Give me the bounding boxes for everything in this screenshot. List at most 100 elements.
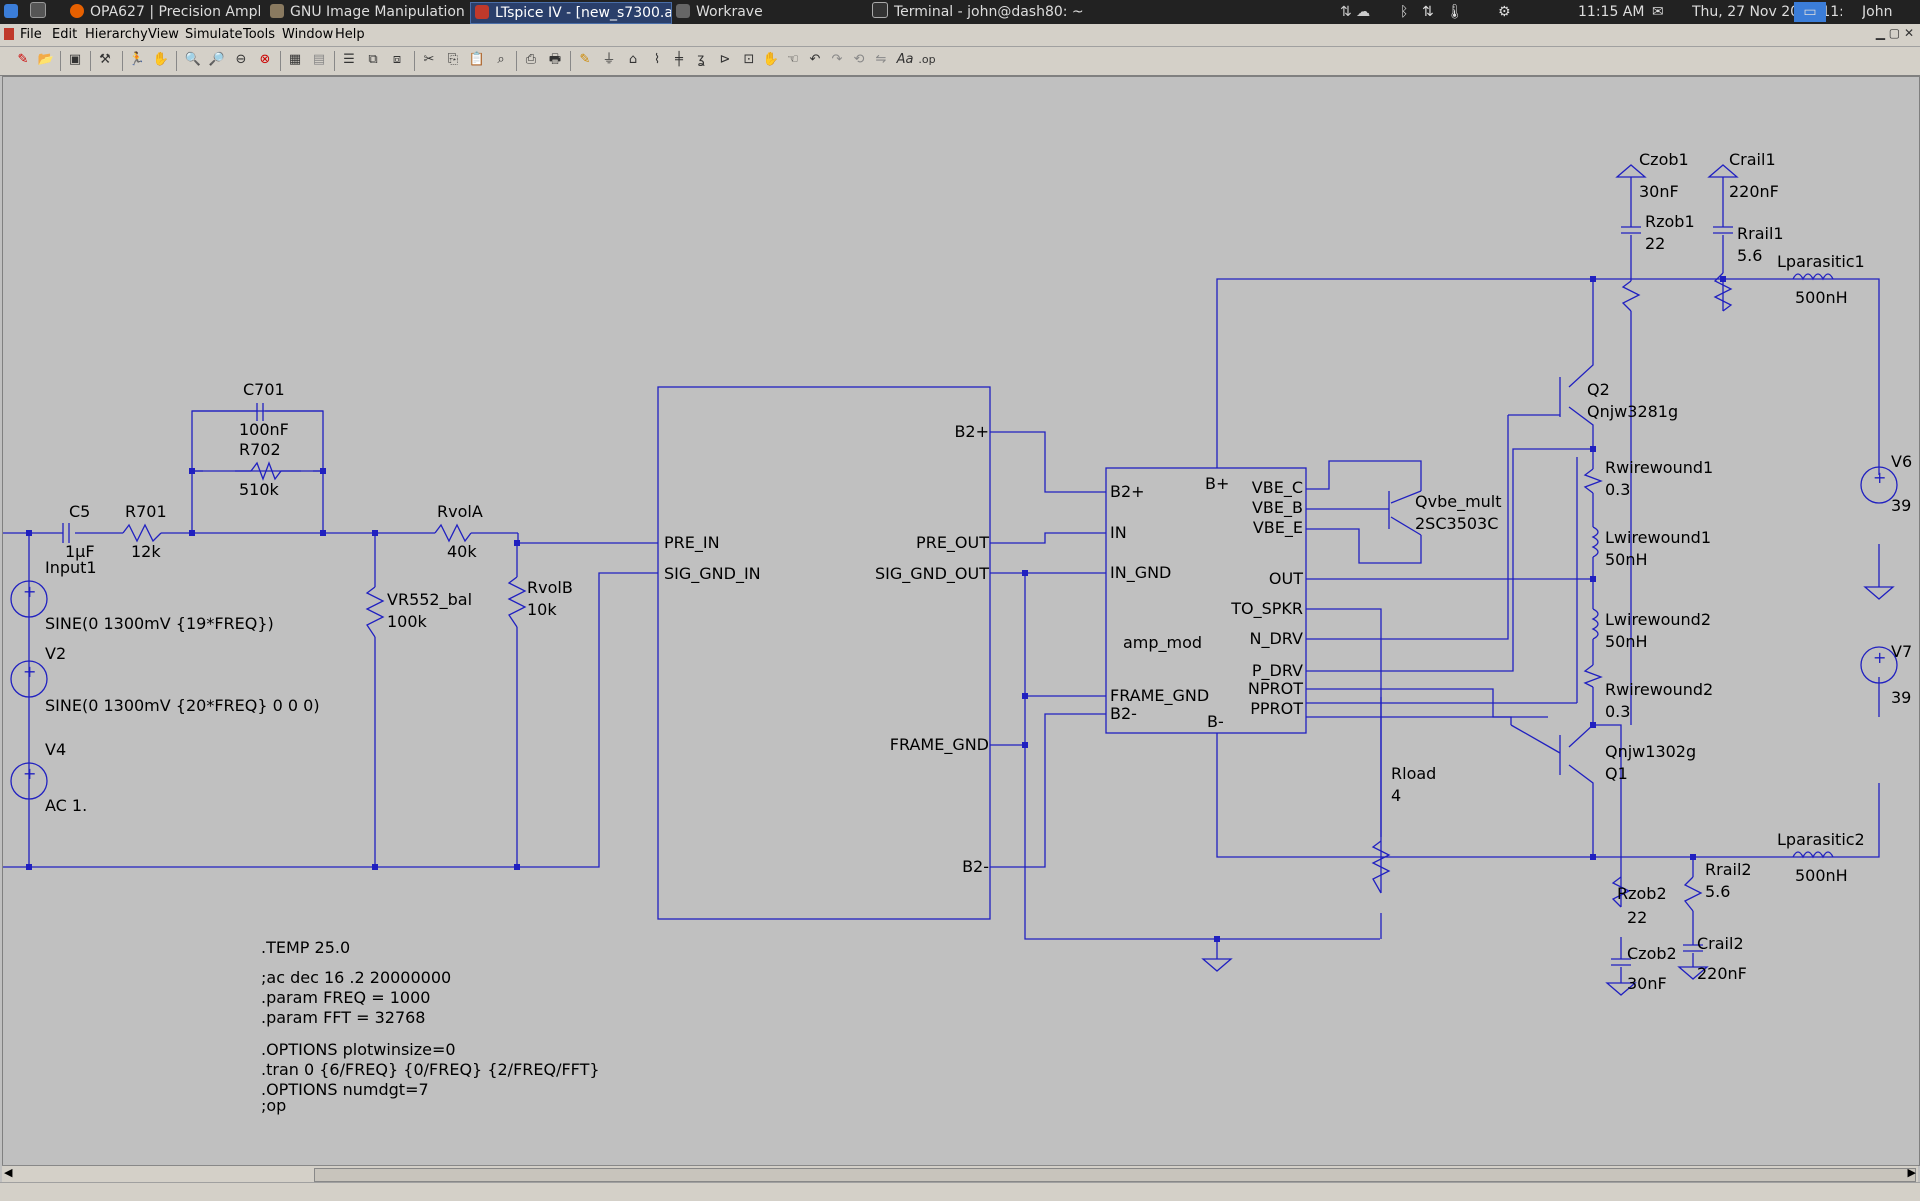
workspace-icon[interactable]: ▭ bbox=[1794, 2, 1826, 22]
directive-line[interactable]: ;op bbox=[261, 1096, 286, 1115]
directive-line[interactable]: ;ac dec 16 .2 20000000 bbox=[261, 968, 451, 987]
scrollbar-thumb[interactable] bbox=[314, 1168, 1916, 1182]
save-icon[interactable]: ▣ bbox=[68, 52, 82, 67]
taskbar-tab-ltspice[interactable]: LTspice IV - [new_s7300.asc] bbox=[470, 2, 672, 24]
component-icon[interactable]: ⊡ bbox=[743, 52, 755, 67]
redo-icon[interactable]: ↷ bbox=[831, 52, 843, 67]
v7-label: V7 bbox=[1891, 642, 1912, 661]
rzob2-label: Rzob2 bbox=[1617, 884, 1667, 903]
directive-line[interactable]: .OPTIONS numdgt=7 bbox=[261, 1080, 429, 1099]
menu-view[interactable]: View bbox=[148, 27, 179, 42]
rwirewound1-label: Rwirewound1 bbox=[1605, 458, 1713, 477]
horizontal-scrollbar[interactable]: ◀ ▶ bbox=[2, 1165, 1918, 1182]
menu-window[interactable]: Window bbox=[282, 27, 334, 42]
rotate-icon[interactable]: ⟲ bbox=[853, 52, 865, 67]
print-setup-icon[interactable]: ⎙ bbox=[525, 52, 537, 67]
control-panel-icon[interactable]: ⚒ bbox=[99, 52, 111, 67]
cut-icon[interactable]: ✂ bbox=[423, 52, 435, 67]
v2-value: SINE(0 1300mV {20*FREQ} 0 0 0) bbox=[45, 696, 320, 715]
input1-value: SINE(0 1300mV {19*FREQ}) bbox=[45, 614, 274, 633]
settings-icon[interactable]: ⚙ bbox=[1498, 4, 1511, 20]
resistor-icon[interactable]: ⌇ bbox=[653, 52, 661, 67]
taskbar-tab-gimp[interactable]: GNU Image Manipulation ... bbox=[270, 2, 470, 22]
draw-wire-icon[interactable]: ✎ bbox=[579, 52, 591, 67]
rvola-label: RvolA bbox=[437, 502, 483, 521]
crail2-value: 220nF bbox=[1697, 964, 1747, 983]
directive-line[interactable]: .param FREQ = 1000 bbox=[261, 988, 430, 1007]
v2-label: V2 bbox=[45, 644, 66, 663]
amp-port-vbe-b: VBE_B bbox=[1252, 498, 1303, 518]
clock[interactable]: 11:15 AM bbox=[1578, 4, 1645, 20]
print-icon[interactable]: 🖶 bbox=[548, 52, 562, 67]
directive-line[interactable]: .OPTIONS plotwinsize=0 bbox=[261, 1040, 456, 1059]
amp-port-vbe-c: VBE_C bbox=[1252, 478, 1303, 498]
network-icon[interactable]: ⇅ bbox=[1422, 4, 1434, 20]
capacitor-icon[interactable]: ╪ bbox=[675, 52, 683, 67]
halt-icon[interactable]: ✋ bbox=[152, 52, 170, 67]
amp-port-nprot: NPROT bbox=[1248, 679, 1303, 698]
run-icon[interactable]: 🏃 bbox=[128, 52, 146, 67]
menu-simulate[interactable]: Simulate bbox=[185, 27, 243, 42]
svg-text:+: + bbox=[1873, 468, 1886, 487]
zoom-pan-icon[interactable]: 🔎 bbox=[208, 52, 226, 67]
menu-hierarchy[interactable]: Hierarchy bbox=[85, 27, 148, 42]
cascade-icon[interactable]: ⧈ bbox=[392, 52, 402, 67]
app-icon[interactable] bbox=[4, 28, 14, 40]
thermometer-icon[interactable]: 🌡 bbox=[1446, 4, 1460, 20]
tile-vertical-icon[interactable]: ⧉ bbox=[368, 52, 378, 67]
taskbar-tab-workrave[interactable]: Workrave bbox=[676, 2, 786, 22]
menubar: File Edit Hierarchy View Simulate Tools … bbox=[0, 24, 1920, 47]
network-icon[interactable]: ⇅ ☁ bbox=[1340, 4, 1371, 20]
rwirewound2-label: Rwirewound2 bbox=[1605, 680, 1713, 699]
mail-icon[interactable]: ✉ bbox=[1652, 4, 1664, 20]
schematic-drawing[interactable]: ++ ++ + C5 1µF R701 12k C701 100nF R702 … bbox=[3, 77, 1919, 1165]
tile-horizontal-icon[interactable]: ☰ bbox=[343, 52, 355, 67]
undo-icon[interactable]: ↶ bbox=[809, 52, 821, 67]
amp-port-pprot: PPROT bbox=[1250, 699, 1303, 718]
text-icon[interactable]: Aa bbox=[896, 52, 914, 67]
drag-icon[interactable]: ☜ bbox=[787, 52, 799, 67]
ground-icon[interactable]: ⏚ bbox=[602, 52, 616, 67]
open-icon[interactable]: 📂 bbox=[37, 52, 55, 67]
menu-edit[interactable]: Edit bbox=[52, 27, 78, 42]
menu-help[interactable]: Help bbox=[335, 27, 365, 42]
terminal-icon[interactable] bbox=[30, 2, 48, 22]
czob2-label: Czob2 bbox=[1627, 944, 1677, 963]
copy-icon[interactable]: ⎘ bbox=[447, 52, 459, 67]
schematic-canvas[interactable]: ++ ++ + C5 1µF R701 12k C701 100nF R702 … bbox=[2, 76, 1920, 1166]
diode-icon[interactable]: ⊳ bbox=[719, 52, 731, 67]
spice-directives[interactable]: .TEMP 25.0 ;ac dec 16 .2 20000000 .param… bbox=[261, 938, 600, 1115]
directive-line[interactable]: .TEMP 25.0 bbox=[261, 938, 350, 957]
label-net-icon[interactable]: ⌂ bbox=[628, 52, 638, 67]
zoom-fit-icon[interactable]: ⊗ bbox=[259, 52, 271, 67]
ltspice-icon bbox=[475, 5, 489, 19]
menu-tools[interactable]: Tools bbox=[243, 27, 276, 42]
directive-line[interactable]: .tran 0 {6/FREQ} {0/FREQ} {2/FREQ/FFT} bbox=[261, 1060, 600, 1079]
grid-icon[interactable]: ▤ bbox=[312, 52, 326, 67]
user-menu[interactable]: John bbox=[1862, 4, 1893, 20]
amp-port-bm: B- bbox=[1207, 712, 1224, 731]
scroll-right-icon[interactable]: ▶ bbox=[1907, 1166, 1916, 1179]
autorange-icon[interactable]: ▦ bbox=[288, 52, 302, 67]
move-icon[interactable]: ✋ bbox=[762, 52, 780, 67]
qvbe-label: Qvbe_mult bbox=[1415, 492, 1502, 512]
spice-directive-icon[interactable]: .op bbox=[918, 53, 936, 66]
bluetooth-icon[interactable]: ᛒ bbox=[1400, 4, 1409, 20]
new-schematic-icon[interactable]: ✎ bbox=[17, 52, 29, 67]
find-icon[interactable]: ⌕ bbox=[497, 52, 505, 67]
menu-file[interactable]: File bbox=[20, 27, 42, 42]
launcher-icon[interactable] bbox=[4, 2, 22, 22]
taskbar-tab-terminal[interactable]: Terminal - john@dash80: ~ bbox=[872, 2, 1092, 22]
scroll-left-icon[interactable]: ◀ bbox=[4, 1166, 13, 1179]
window-controls[interactable]: ▁ ▢ ✕ bbox=[1875, 26, 1914, 40]
paste-icon[interactable]: 📋 bbox=[468, 52, 486, 67]
zoom-out-icon[interactable]: ⊖ bbox=[235, 52, 247, 67]
taskbar-tab-opa627[interactable]: OPA627 | Precision Amplifi... bbox=[70, 2, 260, 22]
rload-label: Rload bbox=[1391, 764, 1436, 783]
zoom-in-icon[interactable]: 🔍 bbox=[184, 52, 202, 67]
crail1-label: Crail1 bbox=[1729, 150, 1776, 169]
mirror-icon[interactable]: ⇋ bbox=[875, 52, 887, 67]
directive-line[interactable]: .param FFT = 32768 bbox=[261, 1008, 425, 1027]
inductor-icon[interactable]: ʓ bbox=[697, 52, 705, 67]
gimp-icon bbox=[270, 4, 284, 18]
